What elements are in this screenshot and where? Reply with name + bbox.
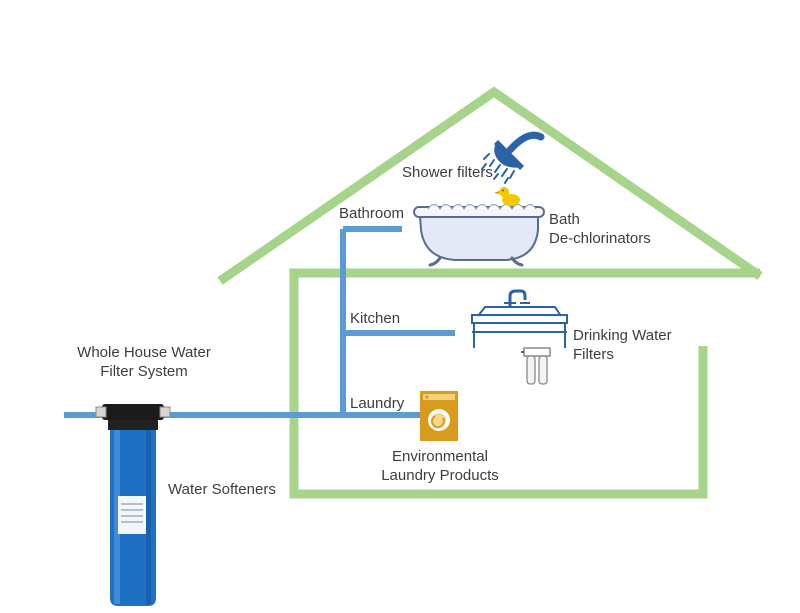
drinking-water-filters-label: Drinking Water Filters — [573, 326, 672, 364]
bathtub-icon — [413, 203, 545, 267]
kitchen-sink-icon — [471, 289, 568, 348]
undersink-filter-icon — [521, 347, 551, 385]
bath-dechlorinators-label: Bath De-chlorinators — [549, 210, 651, 248]
house-roof — [217, 86, 763, 285]
pipes — [64, 226, 455, 418]
kitchen-label: Kitchen — [350, 310, 401, 327]
environmental-label-line-2: Laundry Products — [381, 467, 499, 484]
house-walls — [289, 268, 760, 499]
whole-house-label-line-1: Whole House Water — [77, 344, 211, 361]
drinking-label-line-2: Filters — [573, 346, 614, 363]
bath-label-line-2: De-chlorinators — [549, 230, 651, 247]
bath-label-line-1: Bath — [549, 211, 580, 228]
rubber-duck-icon — [494, 187, 520, 206]
laundry-label: Laundry — [350, 395, 405, 412]
house-outline — [217, 86, 763, 499]
environmental-label-line-1: Environmental — [392, 448, 488, 465]
whole-house-filter-label: Whole House Water Filter System — [70, 343, 218, 381]
bathroom-label: Bathroom — [339, 205, 405, 222]
drinking-label-line-1: Drinking Water — [573, 327, 672, 344]
water-softeners-label: Water Softeners — [168, 481, 276, 498]
washing-machine-icon — [420, 391, 458, 441]
shower-filters-label: Shower filters — [402, 164, 493, 181]
shower-head-icon — [481, 131, 545, 184]
water-filter-housing-icon — [95, 404, 171, 606]
whole-house-label-line-2: Filter System — [100, 363, 188, 380]
environmental-laundry-label: Environmental Laundry Products — [374, 447, 506, 485]
